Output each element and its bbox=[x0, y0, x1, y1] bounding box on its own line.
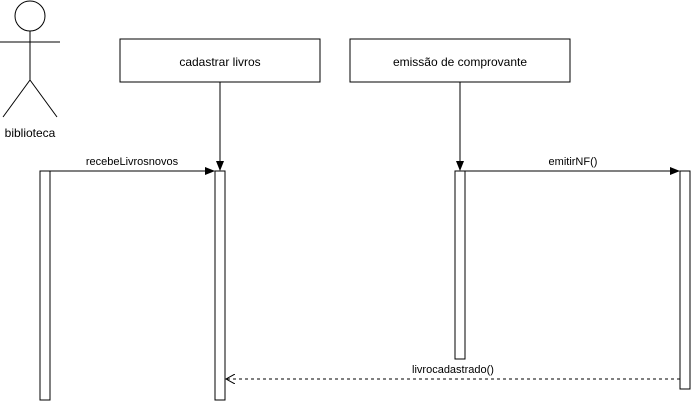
lifeline-header-box bbox=[349, 38, 571, 83]
actor-left-leg bbox=[2, 79, 31, 118]
message-label: recebeLivrosnovos bbox=[86, 156, 179, 168]
lifeline-cadastrar-livros: cadastrar livros bbox=[119, 38, 321, 171]
actor-right-leg bbox=[29, 79, 58, 118]
message-label: emitirNF() bbox=[549, 156, 598, 168]
activation-bar-nf bbox=[679, 170, 691, 390]
activation-bar-cadastrar-livros bbox=[214, 170, 226, 401]
message-label: livrocadastrado() bbox=[412, 364, 494, 376]
message-emitir-nf: emitirNF() bbox=[465, 156, 680, 175]
activation-bar-actor bbox=[39, 170, 51, 401]
lifeline-header-label: cadastrar livros bbox=[179, 55, 260, 69]
actor-label: biblioteca bbox=[5, 126, 56, 140]
actor-biblioteca: biblioteca bbox=[0, 0, 60, 140]
lifeline-header-label: emissão de comprovante bbox=[393, 55, 527, 69]
activation-bar-emissao bbox=[454, 170, 466, 360]
message-recebe-livros-novos: recebeLivrosnovos bbox=[50, 156, 215, 175]
lifeline-emissao-de-comprovante: emissão de comprovante bbox=[349, 38, 571, 171]
lifeline-header-box bbox=[119, 38, 321, 83]
message-livro-cadastrado: livrocadastrado() bbox=[226, 364, 680, 379]
actor-head-icon bbox=[14, 0, 46, 32]
